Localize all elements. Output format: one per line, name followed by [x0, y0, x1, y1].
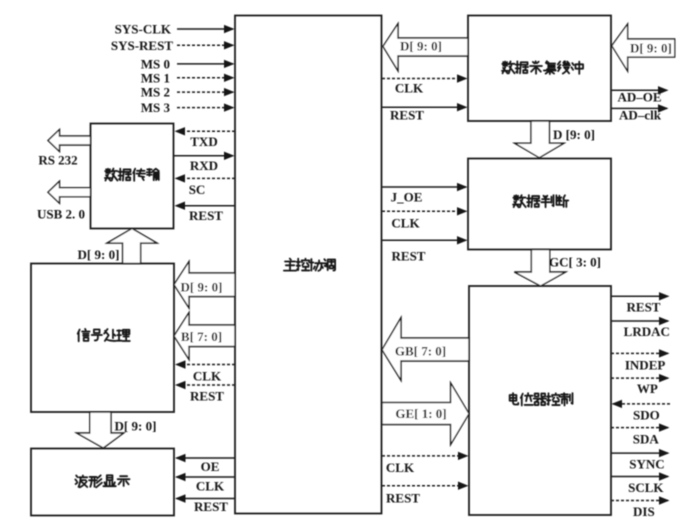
svg-text:GC[ 3: 0]: GC[ 3: 0]: [549, 255, 601, 270]
svg-text:SYS-REST: SYS-REST: [111, 38, 173, 53]
svg-text:CLK: CLK: [386, 460, 415, 475]
svg-text:REST: REST: [390, 108, 424, 123]
svg-text:D[ 9: 0]: D[ 9: 0]: [630, 41, 672, 56]
svg-text:SC: SC: [189, 182, 206, 197]
svg-text:CLK: CLK: [391, 216, 420, 231]
svg-text:REST: REST: [392, 248, 426, 263]
svg-text:REST: REST: [386, 491, 420, 506]
svg-text:WP: WP: [637, 381, 658, 396]
svg-text:SYS-CLK: SYS-CLK: [115, 22, 172, 37]
svg-text:J_OE: J_OE: [391, 189, 423, 204]
svg-text:D[ 9: 0]: D[ 9: 0]: [115, 419, 157, 434]
svg-text:TXD: TXD: [190, 134, 217, 149]
svg-text:D[ 9: 0]: D[ 9: 0]: [400, 39, 442, 54]
svg-text:MS 3: MS 3: [141, 100, 171, 115]
svg-text:OE: OE: [201, 459, 220, 474]
svg-text:RS 232: RS 232: [38, 153, 77, 168]
svg-text:REST: REST: [190, 388, 224, 403]
svg-text:SDO: SDO: [633, 407, 660, 422]
svg-text:DIS: DIS: [633, 504, 655, 519]
svg-text:SYNC: SYNC: [629, 456, 664, 471]
svg-text:CLK: CLK: [395, 80, 424, 95]
svg-text:MS 1: MS 1: [141, 70, 170, 85]
svg-text:AD–clk: AD–clk: [619, 108, 662, 123]
svg-text:CLK: CLK: [193, 369, 222, 384]
svg-text:GB[ 7: 0]: GB[ 7: 0]: [395, 343, 446, 358]
svg-text:AD–OE: AD–OE: [617, 90, 661, 105]
svg-text:INDEP: INDEP: [625, 358, 666, 373]
svg-text:CLK: CLK: [196, 478, 225, 493]
svg-text:REST: REST: [194, 499, 228, 514]
svg-text:MS 0: MS 0: [141, 57, 170, 72]
svg-text:USB 2. 0: USB 2. 0: [37, 207, 85, 222]
svg-text:B[ 7: 0]: B[ 7: 0]: [181, 329, 222, 344]
svg-text:LRDAC: LRDAC: [624, 324, 670, 339]
svg-text:D [9: 0]: D [9: 0]: [553, 127, 595, 142]
svg-text:REST: REST: [627, 300, 661, 315]
svg-text:SDA: SDA: [633, 432, 660, 447]
svg-text:REST: REST: [189, 208, 223, 223]
svg-text:D[ 9: 0]: D[ 9: 0]: [78, 247, 120, 262]
svg-text:D[ 9: 0]: D[ 9: 0]: [181, 280, 223, 295]
svg-text:MS 2: MS 2: [141, 85, 170, 100]
svg-text:GE[ 1: 0]: GE[ 1: 0]: [395, 406, 446, 421]
svg-text:RXD: RXD: [190, 158, 218, 173]
svg-text:SCLK: SCLK: [628, 480, 664, 495]
